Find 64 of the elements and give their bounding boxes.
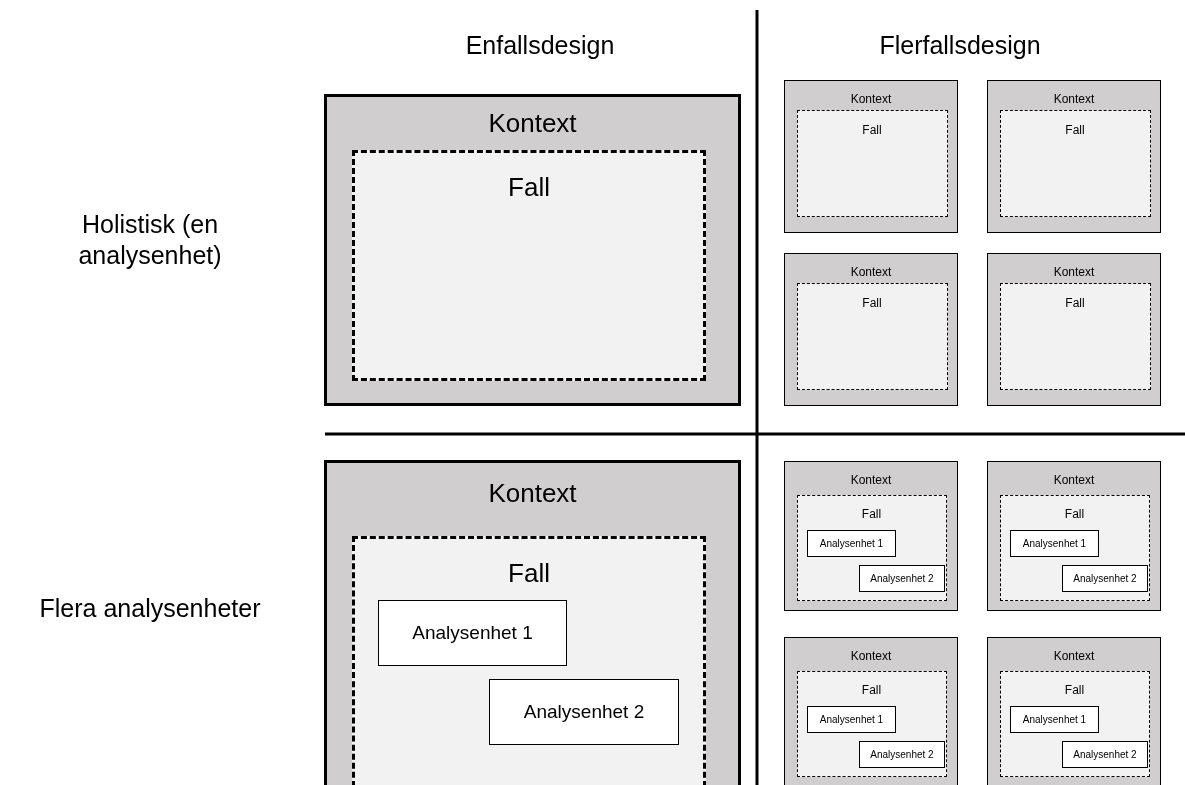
context-label: Kontext [850, 650, 892, 664]
case-label: Fall [862, 123, 882, 138]
context-box [784, 637, 958, 785]
analysis-unit-box [1062, 741, 1148, 768]
analysis-unit-box [859, 741, 945, 768]
case-label: Fall [1064, 507, 1085, 522]
unit-label: Analysenhet 2 [1073, 748, 1137, 761]
case-label: Fall [508, 173, 550, 203]
unit-label: Analysenhet 1 [1022, 537, 1087, 550]
analysis-unit-box [1010, 706, 1099, 733]
column-heading: Enfallsdesign [464, 29, 616, 61]
context-box [987, 253, 1161, 406]
case-label: Fall [861, 507, 882, 522]
case-box [999, 282, 1151, 390]
analysis-unit-box [807, 706, 896, 733]
context-label: Kontext [1053, 650, 1095, 664]
context-label: Kontext [850, 266, 892, 280]
row-heading: Holistisk (en analysenhet) [77, 208, 223, 271]
context-box [324, 460, 741, 785]
context-box [987, 80, 1161, 233]
unit-label: Analysenhet 2 [870, 748, 934, 761]
context-box [324, 94, 741, 406]
case-box [999, 494, 1150, 601]
context-box [784, 253, 958, 406]
unit-label: Analysenhet 2 [870, 572, 934, 585]
column-heading: Flerfallsdesign [878, 29, 1042, 61]
case-label: Fall [1065, 123, 1085, 138]
unit-label: Analysenhet 1 [412, 622, 533, 644]
analysis-unit-box [807, 530, 896, 557]
analysis-unit-box [489, 679, 679, 745]
analysis-unit-box [378, 600, 567, 666]
context-label: Kontext [850, 93, 892, 107]
analysis-unit-box [1062, 565, 1148, 592]
case-box [796, 282, 948, 390]
case-box [796, 494, 947, 601]
case-label: Fall [508, 559, 550, 589]
case-label: Fall [861, 683, 882, 698]
context-box [987, 637, 1161, 785]
case-label: Fall [862, 296, 882, 311]
unit-label: Analysenhet 1 [819, 537, 884, 550]
case-label: Fall [1064, 683, 1085, 698]
context-label: Kontext [488, 479, 577, 509]
case-box [352, 536, 706, 785]
context-label: Kontext [1053, 474, 1095, 488]
context-label: Kontext [1053, 266, 1095, 280]
unit-label: Analysenhet 2 [523, 701, 645, 723]
context-label: Kontext [850, 474, 892, 488]
case-box [796, 109, 948, 217]
case-label: Fall [1065, 296, 1085, 311]
context-label: Kontext [488, 109, 577, 139]
unit-label: Analysenhet 1 [1022, 713, 1087, 726]
unit-label: Analysenhet 1 [819, 713, 884, 726]
case-box [352, 150, 706, 381]
case-box [999, 670, 1150, 777]
context-label: Kontext [1053, 93, 1095, 107]
case-box [796, 670, 947, 777]
context-box [784, 80, 958, 233]
analysis-unit-box [859, 565, 945, 592]
unit-label: Analysenhet 2 [1073, 572, 1137, 585]
row-heading: Flera analysenheter [38, 592, 262, 624]
analysis-unit-box [1010, 530, 1099, 557]
case-box [999, 109, 1151, 217]
context-box [987, 461, 1161, 611]
context-box [784, 461, 958, 611]
